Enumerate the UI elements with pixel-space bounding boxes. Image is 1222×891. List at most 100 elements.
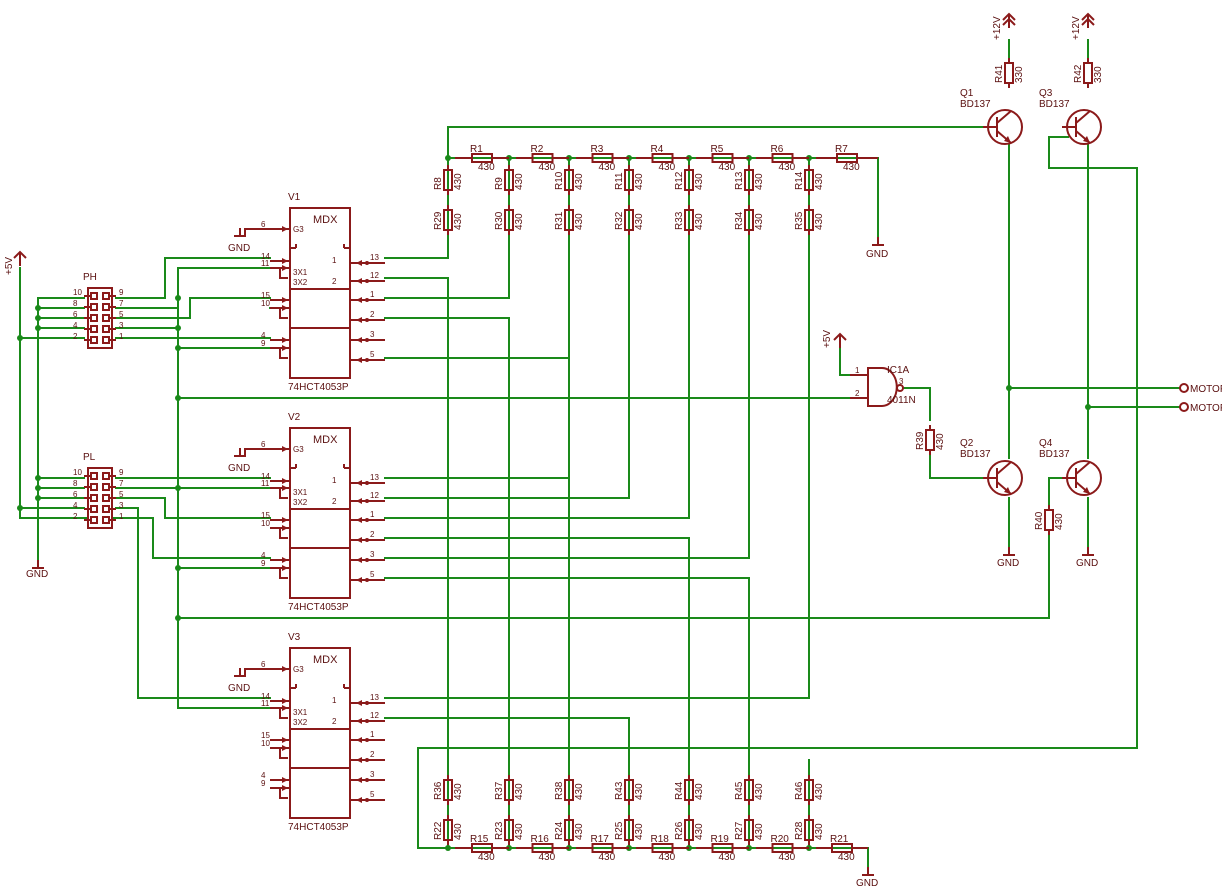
resistor-value: 430 (478, 852, 495, 863)
resistor-r25 (624, 819, 634, 841)
wire (384, 537, 690, 849)
mux-switch (270, 747, 288, 759)
connector-pin-number: 1 (119, 332, 124, 341)
resistor-r10 (564, 169, 574, 191)
mux-pin-dot (365, 538, 369, 542)
mux-pin-number: 15 (261, 291, 270, 300)
resistor-r5 (711, 153, 734, 163)
mux-g3-lead (244, 448, 290, 456)
resistor-value: 430 (574, 213, 585, 230)
mux-pin-number: 12 (370, 491, 379, 500)
mux-pin-number: 14 (261, 692, 270, 701)
mux-switch (270, 527, 288, 539)
resistor-name: R22 (433, 821, 444, 840)
resistor-value: 430 (754, 173, 765, 190)
mux-pin-number: 4 (261, 331, 266, 340)
mux-pin-arrow (356, 517, 362, 523)
resistor-name: R25 (614, 821, 625, 840)
gnd-label: GND (228, 683, 250, 694)
mux-switch (270, 487, 288, 499)
gate-pin-number: 3 (899, 377, 904, 386)
wire (115, 297, 271, 319)
resistor-value: 430 (634, 823, 645, 840)
mux-pin-number: 6 (261, 220, 266, 229)
junction-dot (35, 305, 41, 311)
mux-pin-number: 5 (370, 790, 375, 799)
wire (1087, 142, 1181, 408)
resistor-name: R18 (651, 834, 670, 845)
junction-dot (35, 485, 41, 491)
resistor-name: R10 (554, 171, 565, 190)
resistor-name: R27 (734, 821, 745, 840)
supply-arrow (1081, 17, 1095, 26)
resistor-name: R12 (674, 171, 685, 190)
resistor-value: 430 (935, 433, 946, 450)
connector-name: PL (83, 452, 96, 463)
junction-dot (17, 335, 23, 341)
mux-pin-arrow (356, 718, 362, 724)
junction-dot (175, 345, 181, 351)
connector-pin-number: 10 (73, 288, 82, 297)
resistor-r22 (443, 819, 453, 841)
mux-pin-arrow (356, 260, 362, 266)
resistor-name: R20 (771, 834, 790, 845)
resistor-value: 430 (453, 783, 464, 800)
mux-pin-arrow (356, 498, 362, 504)
connector-pin-number: 7 (119, 479, 124, 488)
junction-dot (175, 485, 181, 491)
resistor-value: 430 (694, 823, 705, 840)
mux-pin-number: 10 (261, 739, 270, 748)
mux-pin-arrow (356, 480, 362, 486)
resistor-r34 (744, 209, 754, 231)
transistor-collector (1075, 461, 1091, 475)
resistor-r12 (684, 169, 694, 191)
wire (384, 717, 630, 849)
mux-control-box (289, 207, 351, 249)
resistor-r41 (1004, 62, 1014, 84)
gnd-label: GND (856, 878, 878, 889)
transistor-name: Q3 (1039, 88, 1053, 99)
resistor-r8 (443, 169, 453, 191)
mux-pin-arrow (282, 297, 288, 303)
wires (17, 39, 1181, 876)
mux-part: 74HCT4053P (288, 822, 349, 833)
resistor-name: R42 (1073, 64, 1084, 83)
mux-header: MDX (313, 654, 338, 666)
resistor-value: 430 (634, 173, 645, 190)
resistor-r44 (684, 779, 694, 801)
resistor-value: 430 (814, 173, 825, 190)
junction-dot (445, 845, 451, 851)
resistor-name: R9 (494, 177, 505, 190)
resistor-name: R30 (494, 211, 505, 230)
resistor-r27 (744, 819, 754, 841)
transistor-collector (996, 110, 1012, 124)
resistor-value: 430 (814, 213, 825, 230)
vcc-label: +5V (4, 257, 15, 275)
connector-pin-number: 4 (73, 501, 78, 510)
connector-pin-number: 5 (119, 310, 124, 319)
mux-pin-dot (365, 481, 369, 485)
mux-body (289, 247, 351, 379)
resistor-value: 430 (754, 213, 765, 230)
resistor-value: 330 (1093, 66, 1104, 83)
resistor-value: 430 (694, 173, 705, 190)
mux-pin-number: 13 (370, 253, 379, 262)
resistor-value: 430 (779, 162, 796, 173)
wire (115, 267, 271, 309)
mux-pin-number: 13 (370, 473, 379, 482)
resistor-r42 (1083, 62, 1093, 84)
gate-pin-number: 1 (855, 366, 860, 375)
mux-pin-arrow (356, 337, 362, 343)
mux-pin-number: 11 (261, 479, 270, 488)
resistor-name: R44 (674, 781, 685, 800)
resistor-name: R39 (915, 431, 926, 450)
resistor-value: 430 (514, 213, 525, 230)
wire (384, 157, 810, 699)
resistor-value: 430 (539, 852, 556, 863)
mux-pin-arrow (356, 700, 362, 706)
resistor-value: 430 (694, 213, 705, 230)
resistor-r7 (836, 153, 858, 163)
mux-pin-number: 2 (370, 750, 375, 759)
wire (384, 577, 750, 849)
gnd-label: GND (997, 558, 1019, 569)
